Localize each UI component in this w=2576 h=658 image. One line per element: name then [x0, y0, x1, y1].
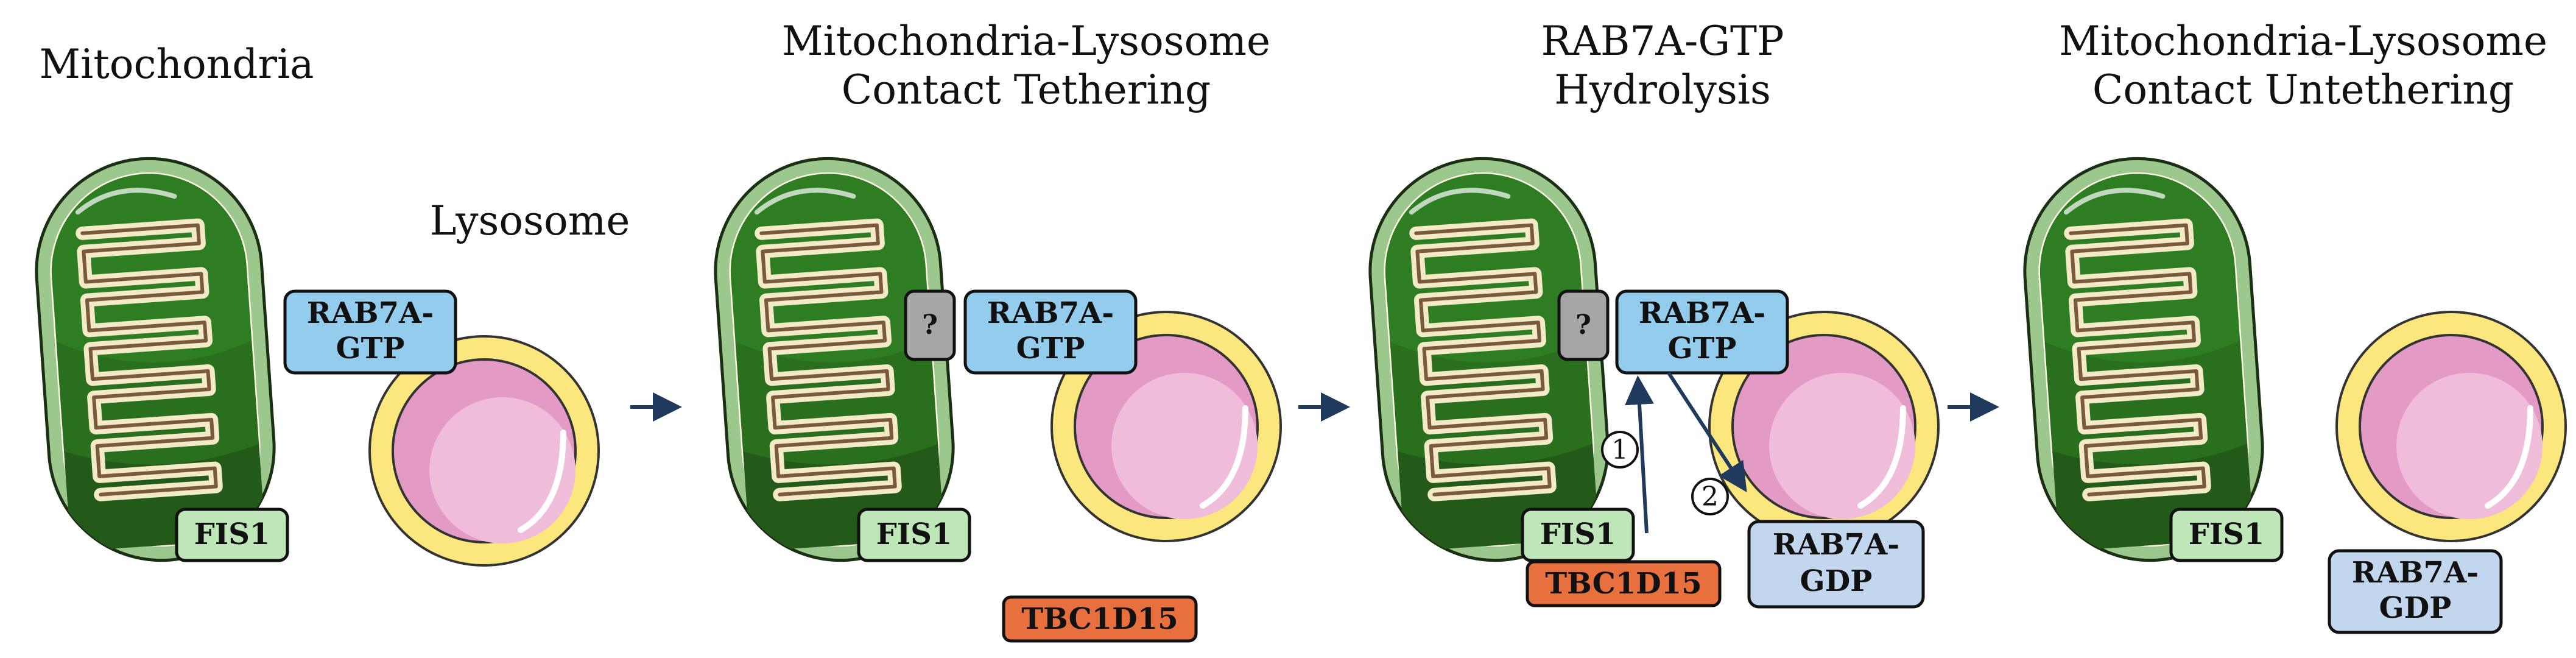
rab7a-label: RAB7A- — [1773, 528, 1899, 562]
tbc1d15-box: TBC1D15 — [1526, 560, 1722, 607]
rab7a-label: RAB7A- — [2352, 556, 2479, 590]
unknown-tether-box: ? — [1557, 289, 1610, 361]
gdp-label: GDP — [2379, 591, 2452, 625]
fis1-box: FIS1 — [857, 508, 971, 562]
fis1-box: FIS1 — [2169, 508, 2284, 562]
unknown-tether-box: ? — [904, 289, 956, 361]
step2-marker: 2 — [1691, 478, 1729, 515]
unknown-label: ? — [1575, 310, 1591, 341]
fis1-label: FIS1 — [876, 517, 952, 551]
step1-arrow-icon — [1625, 375, 1654, 534]
rab7a-gdp-box: RAB7A- GDP — [1747, 520, 1925, 609]
rab7a-gtp-box: RAB7A- GTP — [1615, 289, 1789, 375]
title-tethering-line2: Contact Tethering — [842, 66, 1211, 113]
rab7a-label: RAB7A- — [987, 296, 1114, 330]
tbc1d15-box: TBC1D15 — [1002, 595, 1198, 643]
gtp-label: GTP — [1668, 331, 1737, 366]
step2-label: 2 — [1701, 481, 1719, 512]
gtp-label: GTP — [336, 331, 405, 366]
fis1-box: FIS1 — [1521, 508, 1635, 562]
panel-gtp-hydrolysis: ? RAB7A- GTP 1 2 FIS1 TBC1D15 RAB7A- GDP — [1362, 151, 1938, 609]
tbc1d15-label: TBC1D15 — [1021, 602, 1178, 636]
title-hydrolysis-line2: Hydrolysis — [1554, 66, 1771, 113]
step1-marker: 1 — [1601, 431, 1639, 469]
panel-mitochondria-lysosome: RAB7A- GTP FIS1 — [29, 151, 599, 568]
title-mitochondria: Mitochondria — [40, 41, 314, 88]
mitochondrion-icon — [2017, 151, 2270, 568]
tbc1d15-label: TBC1D15 — [1545, 567, 1701, 601]
title-untethering-line2: Contact Untethering — [2092, 66, 2514, 113]
panel-contact-tethering: ? RAB7A- GTP FIS1 TBC1D15 — [708, 151, 1281, 643]
rab7a-label: RAB7A- — [1639, 296, 1765, 330]
title-lysosome: Lysosome — [430, 197, 630, 244]
fis1-label: FIS1 — [194, 517, 270, 551]
lysosome-icon — [2337, 312, 2566, 541]
fis1-label: FIS1 — [2189, 517, 2265, 551]
title-untethering-line1: Mitochondria-Lysosome — [2059, 18, 2547, 65]
step2-arrow-icon — [1667, 372, 1747, 493]
rab7a-label: RAB7A- — [307, 296, 434, 330]
gdp-label: GDP — [1800, 564, 1873, 598]
rab7a-gtp-box: RAB7A- GTP — [283, 289, 457, 375]
fis1-label: FIS1 — [1540, 517, 1616, 551]
title-hydrolysis-line1: RAB7A-GTP — [1541, 18, 1784, 65]
gtp-label: GTP — [1016, 331, 1085, 366]
step1-label: 1 — [1611, 434, 1628, 465]
rab7a-gtp-box: RAB7A- GTP — [963, 289, 1138, 375]
unknown-label: ? — [922, 310, 938, 341]
panel-contact-untethering: FIS1 RAB7A- GDP — [2017, 151, 2566, 634]
title-tethering-line1: Mitochondria-Lysosome — [782, 18, 1270, 65]
mitochondrion-icon — [29, 151, 281, 568]
rab7a-gdp-box: RAB7A- GDP — [2328, 549, 2503, 634]
fis1-box: FIS1 — [175, 508, 289, 562]
